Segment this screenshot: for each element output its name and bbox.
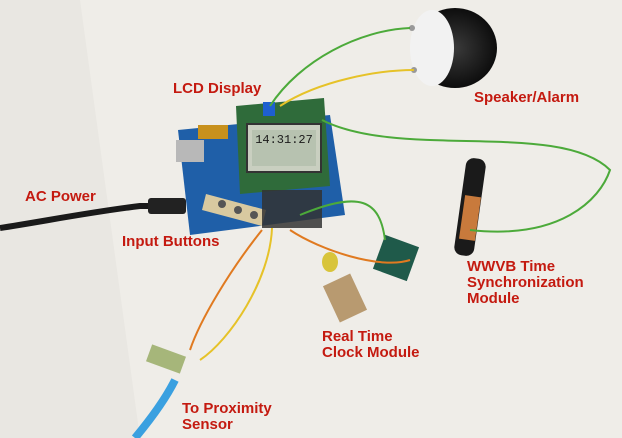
rtc-battery	[322, 252, 338, 272]
wire-rtc	[289, 229, 411, 264]
label-proximity-sensor: To Proximity Sensor	[182, 400, 272, 433]
wire-module	[299, 200, 386, 241]
proximity-cable	[131, 378, 179, 438]
button-3	[250, 211, 258, 219]
paper-highlight	[80, 0, 622, 438]
wire-speaker-2	[279, 69, 415, 107]
label-speaker-alarm: Speaker/Alarm	[474, 89, 580, 106]
usb-port	[176, 140, 204, 162]
lcd-screen	[252, 130, 316, 166]
speaker-face	[410, 10, 454, 86]
ac-power-plug	[148, 198, 186, 214]
wwvb-module	[372, 234, 420, 282]
label-wwvb-module: WWVB Time Synchronization Module	[467, 258, 584, 307]
wire-sensor-1	[189, 229, 263, 351]
board-connector	[198, 125, 228, 139]
rtc-module	[322, 273, 368, 323]
button-1	[218, 200, 226, 208]
label-lcd-display: LCD Display	[173, 80, 262, 97]
proximity-connector	[146, 344, 186, 374]
label-rtc-module: Real Time Clock Module	[322, 328, 420, 361]
button-2	[234, 206, 242, 214]
wwvb-coil	[459, 195, 481, 241]
lcd-contrast-pot	[263, 102, 275, 116]
wire-wwvb	[321, 119, 612, 233]
lcd-time-text: 14:31:27	[255, 133, 313, 147]
header-block	[262, 190, 322, 228]
wire-speaker-1	[269, 27, 411, 107]
label-input-buttons: Input Buttons	[122, 233, 220, 250]
label-ac-power: AC Power	[25, 188, 96, 205]
wire-sensor-2	[199, 227, 273, 361]
speaker-terminal-1	[409, 25, 415, 31]
ac-power-cable	[0, 203, 160, 231]
